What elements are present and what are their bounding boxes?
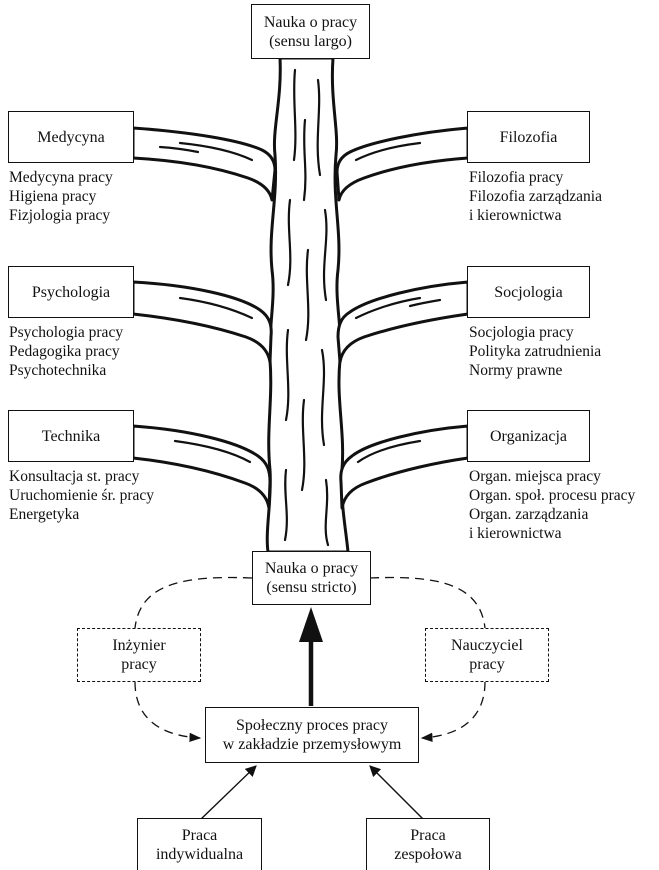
sub-item: Uruchomienie śr. pracy [9, 487, 155, 504]
discipline-title: Medycyna [37, 128, 105, 146]
sub-item: i kierownictwa [469, 207, 562, 224]
sub-list-psychologia: Psychologia pracy Pedagogika pracy Psych… [9, 323, 123, 380]
discipline-title: Technika [41, 427, 101, 445]
sub-item: Pedagogika pracy [9, 343, 120, 360]
discipline-title: Socjologia [494, 283, 563, 301]
branch-left-2 [131, 280, 273, 364]
individual-line2: indywidualna [155, 845, 244, 863]
bark-texture [158, 68, 442, 547]
process-line2: w zakładzie przemysłowym [222, 736, 402, 753]
discipline-box-organizacja: Organizacja [467, 410, 590, 462]
discipline-box-medycyna: Medycyna [8, 111, 134, 163]
sub-list-organizacja: Organ. miejsca pracy Organ. społ. proces… [469, 467, 635, 543]
discipline-title: Filozofia [499, 128, 558, 146]
discipline-box-socjologia: Socjologia [467, 266, 590, 318]
sub-list-medycyna: Medycyna pracy Higiena pracy Fizjologia … [9, 168, 113, 225]
sub-item: Psychologia pracy [9, 324, 124, 341]
teacher-line2: pracy [469, 656, 505, 673]
sub-item: i kierownictwa [469, 525, 562, 542]
main-arrow [299, 607, 323, 706]
engineer-box: Inżynier pracy [77, 628, 201, 682]
discipline-box-filozofia: Filozofia [467, 111, 590, 163]
top-line1: Nauka o pracy [263, 13, 358, 31]
branch-right-1 [335, 126, 470, 202]
teacher-line1: Nauczyciel [451, 637, 523, 654]
discipline-title: Organizacja [490, 427, 567, 445]
input-arrows [199, 765, 425, 821]
sub-item: Socjologia pracy [469, 324, 574, 341]
sub-list-technika: Konsultacja st. pracy Uruchomienie śr. p… [9, 467, 154, 524]
stricto-line1: Nauka o pracy [264, 560, 359, 577]
sub-item: Filozofia pracy [469, 169, 564, 186]
sub-item: Organ. zarządzania [469, 506, 589, 523]
sub-item: Konsultacja st. pracy [9, 468, 140, 485]
individual-line1: Praca [181, 826, 218, 844]
team-work-box: Praca zespołowa [366, 818, 490, 870]
sub-item: Normy prawne [469, 362, 563, 379]
top-box: Nauka o pracy (sensu largo) [251, 4, 370, 59]
process-box: Społeczny proces pracy w zakładzie przem… [205, 707, 419, 763]
sub-item: Medycyna pracy [9, 169, 113, 186]
sub-item: Organ. społ. procesu pracy [469, 487, 636, 504]
dashed-loop-left [134, 576, 253, 743]
branch-left-1 [131, 126, 277, 202]
sub-item: Psychotechnika [9, 362, 107, 379]
process-line1: Społeczny proces pracy [236, 717, 388, 734]
stricto-line2: (sensu stricto) [266, 579, 357, 596]
discipline-box-psychologia: Psychologia [8, 266, 134, 318]
sub-item: Organ. miejsca pracy [469, 468, 601, 485]
sub-list-socjologia: Socjologia pracy Polityka zatrudnienia N… [469, 323, 601, 380]
branch-right-3 [339, 424, 470, 510]
dashed-loop-right [369, 576, 486, 743]
team-line1: Praca [410, 826, 446, 844]
discipline-title: Psychologia [31, 283, 111, 301]
engineer-line1: Inżynier [112, 637, 166, 654]
sub-item: Polityka zatrudnienia [469, 343, 602, 360]
team-line2: zespołowa [394, 845, 462, 863]
teacher-box: Nauczyciel pracy [425, 628, 549, 682]
stricto-box: Nauka o pracy (sensu stricto) [252, 551, 371, 605]
sub-item: Higiena pracy [9, 188, 97, 205]
sub-item: Filozofia zarządzania [469, 188, 602, 205]
sub-list-filozofia: Filozofia pracy Filozofia zarządzania i … [469, 168, 602, 225]
sub-item: Energetyka [9, 506, 80, 523]
discipline-box-technika: Technika [8, 410, 134, 462]
individual-work-box: Praca indywidualna [137, 818, 262, 870]
engineer-line2: pracy [121, 656, 157, 673]
top-line2: (sensu largo) [269, 32, 352, 50]
branch-right-2 [336, 280, 470, 364]
branch-left-3 [131, 424, 272, 510]
sub-item: Fizjologia pracy [9, 207, 111, 224]
